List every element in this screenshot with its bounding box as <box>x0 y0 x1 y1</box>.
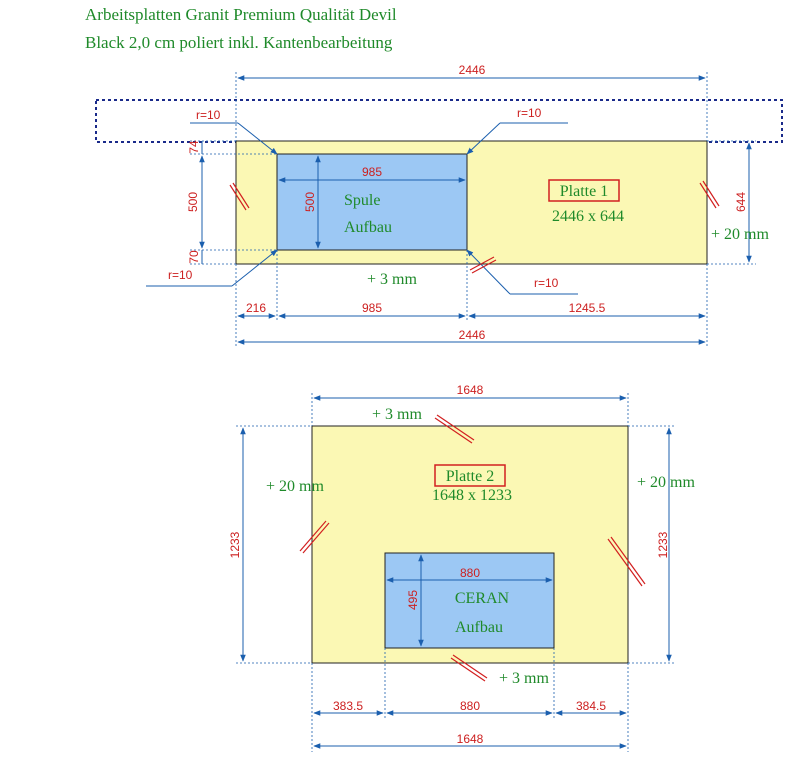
plate-1-dim-bottom-total: 2446 <box>459 328 486 342</box>
plate-2-size: 1648 x 1233 <box>432 487 512 504</box>
plate-2-dim-left: 1233 <box>228 531 242 558</box>
plate-2: 1648 + 3 mm 1233 + 20 mm 1233 + 20 mm Pl… <box>228 383 695 752</box>
leader-line <box>466 122 501 155</box>
edge-mark <box>610 536 646 585</box>
edge-mark <box>232 182 250 209</box>
plate-1: 2446 74 500 70 644 + 20 mm 985 500 Spule… <box>95 63 783 348</box>
title-line-2: Black 2,0 cm poliert inkl. Kantenbearbei… <box>85 33 393 52</box>
plate-1-size: 2446 x 644 <box>552 208 624 225</box>
plate-1-radius-br: r=10 <box>534 276 559 290</box>
plate-2-bottom-seg-1: 383.5 <box>333 699 363 713</box>
plate-2-cutout-name: CERAN <box>455 590 510 607</box>
edge-mark <box>229 184 247 211</box>
plate-2-edge-top: + 3 mm <box>372 406 422 423</box>
plate-2-dim-bottom-total: 1648 <box>457 732 484 746</box>
edge-mark <box>452 654 488 679</box>
plate-2-bottom-seg-2: 880 <box>460 699 480 713</box>
plate-1-radius-bl: r=10 <box>168 268 193 282</box>
plate-1-dim-right: 644 <box>734 192 748 212</box>
edge-mark <box>436 414 475 441</box>
plate-2-cutout-sub: Aufbau <box>455 619 503 636</box>
plate-2-dim-top: 1648 <box>457 383 484 397</box>
plate-1-dim-top: 2446 <box>459 63 486 77</box>
leader-line <box>231 249 278 287</box>
plate-2-edge-left: + 20 mm <box>266 478 324 495</box>
plate-1-edge-bottom: + 3 mm <box>367 271 417 288</box>
leader-line <box>466 249 511 295</box>
plate-1-name: Platte 1 <box>560 183 608 200</box>
plate-1-dim-left: 500 <box>186 192 200 212</box>
plate-2-cutout-width: 880 <box>460 566 480 580</box>
plate-2-bottom-seg-3: 384.5 <box>576 699 606 713</box>
edge-mark <box>299 520 327 552</box>
plate-1-cutout-height: 500 <box>303 192 317 212</box>
plate-2-label-box <box>434 464 506 487</box>
plate-1-dim-left-bottom: 70 <box>187 250 201 264</box>
plate-1-bottom-seg-3: 1245.5 <box>569 301 606 315</box>
plate-1-cutout <box>276 153 468 251</box>
plate-1-bottom-seg-2: 985 <box>362 301 382 315</box>
edge-mark <box>469 256 495 271</box>
edge-mark <box>607 538 643 587</box>
plate-2-cutout <box>384 552 555 649</box>
plate-1-cutout-sub: Aufbau <box>344 219 392 236</box>
plate-2-edge-bottom: + 3 mm <box>499 670 549 687</box>
plate-1-bottom-seg-1: 216 <box>246 301 266 315</box>
title-line-1: Arbeitsplatten Granit Premium Qualität D… <box>85 5 397 24</box>
plate-1-edge-right: + 20 mm <box>711 226 769 243</box>
plate-2-dim-right: 1233 <box>656 531 670 558</box>
plate-2-name: Platte 2 <box>446 468 494 485</box>
plate-1-dim-left-top: 74 <box>187 140 201 154</box>
edge-mark <box>434 417 473 444</box>
edge-mark <box>302 522 330 554</box>
plate-1-radius-tr: r=10 <box>517 106 542 120</box>
edge-mark <box>699 182 717 209</box>
leader-line <box>237 122 278 155</box>
plate-1-cutout-name: Spule <box>344 192 380 209</box>
edge-mark <box>702 180 720 207</box>
plate-2-cutout-height: 495 <box>406 590 420 610</box>
plate-2-edge-right: + 20 mm <box>637 474 695 491</box>
edge-mark <box>471 259 497 274</box>
plate-1-cutout-width: 985 <box>362 165 382 179</box>
plate-1-label-box <box>548 179 620 202</box>
edge-mark <box>450 657 486 682</box>
plate-1-radius-tl: r=10 <box>196 108 221 122</box>
